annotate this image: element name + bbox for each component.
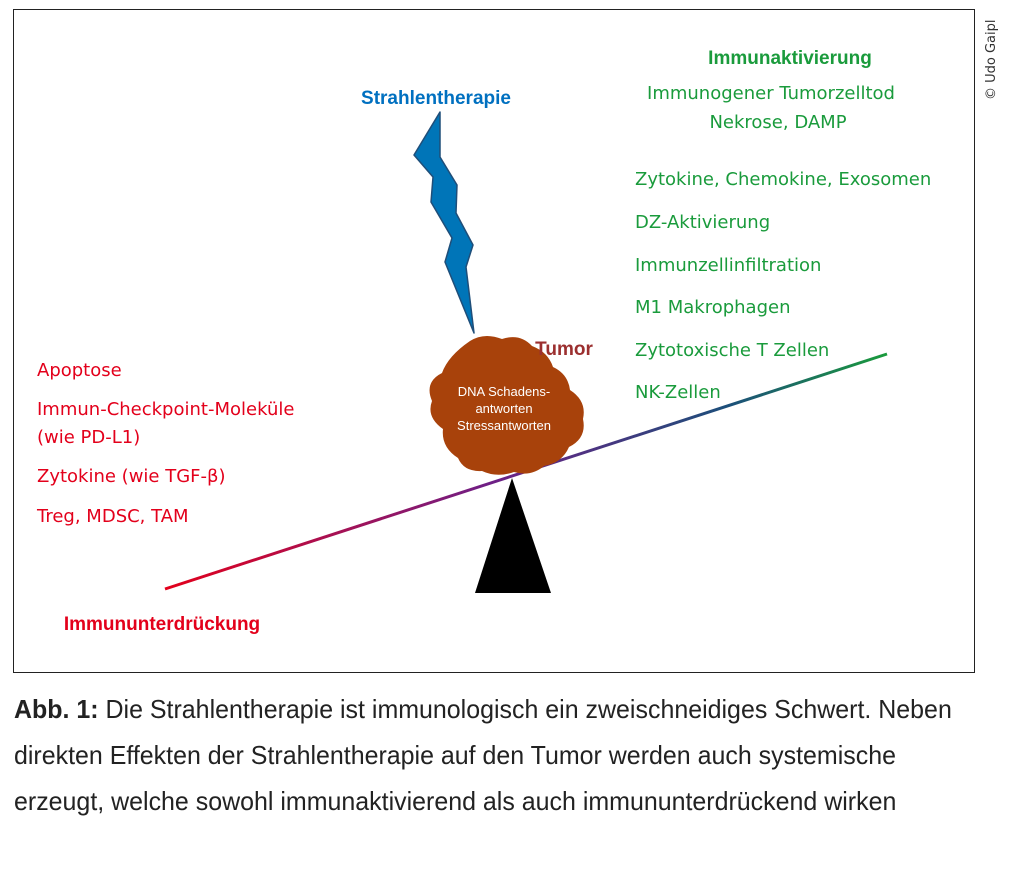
tumor-inner-line-1: DNA Schadens- [458,384,551,399]
caption-lead: Abb. 1: [14,694,99,724]
tumor-blob [429,335,584,475]
activation-item: Nekrose, DAMP [709,112,846,133]
tumor-label: Tumor [535,339,593,360]
activation-item: Immunogener Tumorzelltod [647,83,895,104]
activation-item: M1 Makrophagen [635,297,790,318]
radiation-label: Strahlentherapie [361,88,511,109]
figure-caption: Abb. 1: Die Strahlentherapie ist immunol… [14,686,964,824]
copyright-notice: © Udo Gaipl [984,19,999,100]
suppression-heading: Immununterdrückung [64,614,260,635]
activation-heading: Immunaktivierung [708,48,872,69]
diagram: DNA Schadens- antworten Stressantworten … [36,48,931,635]
activation-item: Zytotoxische T Zellen [635,340,829,361]
fulcrum-triangle [475,478,551,593]
figure-frame [13,9,975,673]
caption-text: Die Strahlentherapie ist immunologisch e… [14,694,952,816]
suppression-item: Apoptose [37,360,122,381]
activation-item: DZ-Aktivierung [635,212,770,233]
lightning-bolt-icon [413,111,475,334]
suppression-item: (wie PD-L1) [37,427,140,448]
activation-item: Zytokine, Chemokine, Exosomen [635,169,931,190]
suppression-item: Immun-Checkpoint-Moleküle [37,399,294,420]
tumor-inner-line-2: antworten [475,401,532,416]
tumor-inner-line-3: Stressantworten [457,418,551,433]
activation-item: Immunzellinfiltration [635,255,821,276]
suppression-item: Treg, MDSC, TAM [36,506,189,527]
activation-item: NK-Zellen [635,382,721,403]
suppression-item: Zytokine (wie TGF-β) [37,466,226,487]
